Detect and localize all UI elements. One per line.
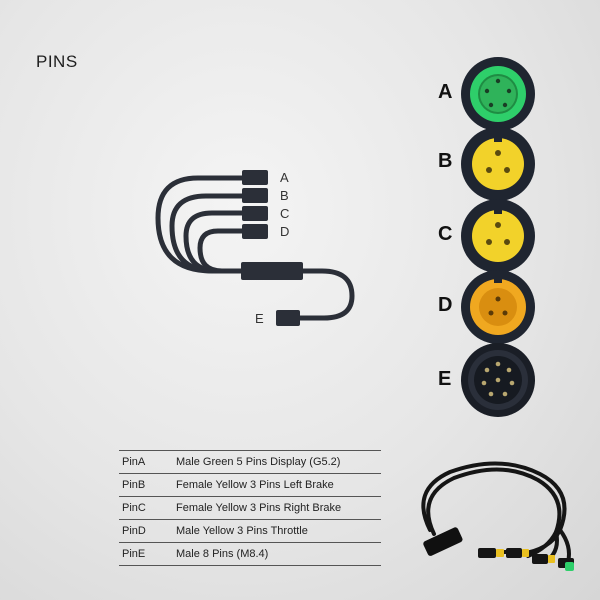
wire-c (183, 210, 245, 274)
pin-id: PinA (119, 450, 176, 474)
connector-c-face (461, 199, 535, 273)
pin-id: PinD (119, 519, 176, 543)
cable-photo (421, 461, 574, 571)
pin-id: PinE (119, 542, 176, 566)
page-title: PINS (36, 52, 78, 71)
wire-e (295, 268, 355, 321)
connector-label-d: D (438, 294, 453, 316)
table-row: PinA Male Green 5 Pins Display (G5.2) (119, 450, 381, 474)
table-row: PinE Male 8 Pins (M8.4) (119, 542, 381, 566)
pin-id: PinB (119, 473, 176, 497)
connector-b-face (461, 127, 535, 201)
wire-label-d: D (280, 224, 289, 239)
pin-description: Male Green 5 Pins Display (G5.2) (176, 450, 381, 474)
wire-label-e: E (255, 311, 264, 326)
wire-d (197, 228, 245, 274)
plug-e (276, 310, 300, 326)
connector-label-e: E (438, 368, 452, 390)
pin-id: PinC (119, 496, 176, 520)
plug-b (242, 188, 268, 203)
pin-description: Female Yellow 3 Pins Right Brake (176, 496, 381, 520)
connector-e-face (461, 343, 535, 417)
wire-label-a: A (280, 170, 289, 185)
plug-a (242, 170, 268, 185)
table-row: PinB Female Yellow 3 Pins Left Brake (119, 473, 381, 497)
connector-label-b: B (438, 150, 453, 172)
pin-table: PinA Male Green 5 Pins Display (G5.2) Pi… (119, 450, 381, 566)
table-row: PinD Male Yellow 3 Pins Throttle (119, 519, 381, 543)
pin-description: Female Yellow 3 Pins Left Brake (176, 473, 381, 497)
pin-description: Male Yellow 3 Pins Throttle (176, 519, 381, 543)
wire-label-b: B (280, 188, 289, 203)
plug-d (242, 224, 268, 239)
junction-sleeve (241, 262, 303, 280)
table-row: PinC Female Yellow 3 Pins Right Brake (119, 496, 381, 520)
connector-a-face (461, 57, 535, 131)
plug-c (242, 206, 268, 221)
connector-d-face (461, 270, 535, 344)
connector-label-c: C (438, 223, 453, 245)
pin-description: Male 8 Pins (M8.4) (176, 542, 381, 566)
wire-b (169, 193, 245, 274)
wire-label-c: C (280, 206, 289, 221)
connector-label-a: A (438, 81, 453, 103)
